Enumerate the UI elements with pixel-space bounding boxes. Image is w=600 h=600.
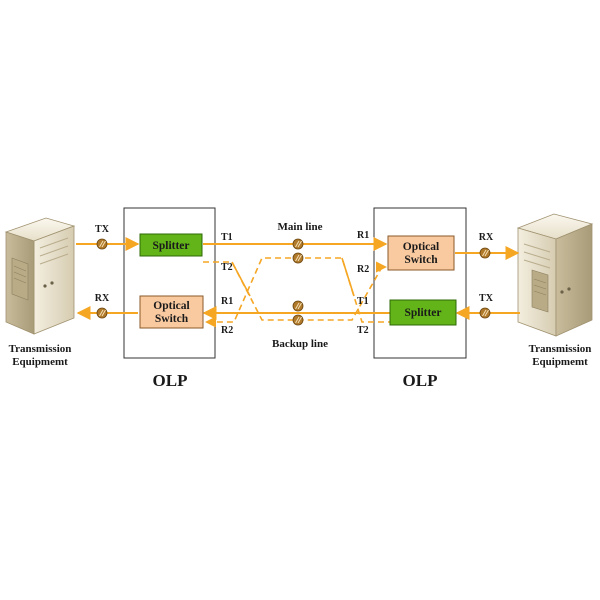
connector-icon — [292, 300, 304, 312]
right-switch-label-line1: Optical — [403, 241, 439, 253]
right-port-t1: T1 — [357, 296, 369, 307]
backup-line-label: Backup line — [272, 338, 328, 350]
backup-forward-fiber — [203, 261, 388, 321]
server-tower-icon — [4, 217, 76, 335]
left-port-t1: T1 — [221, 232, 233, 243]
left-rx-label: RX — [95, 293, 110, 304]
left-equipment-label-line2: Equipmemt — [12, 356, 68, 368]
backup-links — [203, 257, 394, 328]
olp-right-box — [373, 207, 467, 359]
olp-left-box — [123, 207, 216, 359]
connector-icon — [292, 314, 304, 326]
right-splitter-label: Splitter — [404, 307, 441, 319]
connector-icon — [292, 238, 304, 250]
right-rx-label: RX — [479, 232, 494, 243]
main-line-label: Main line — [278, 221, 323, 233]
left-equipment-label-line1: Transmission — [9, 343, 72, 355]
connector-icon — [479, 247, 491, 259]
right-equipment-label-line1: Transmission — [529, 343, 592, 355]
left-port-r2: R2 — [221, 325, 233, 336]
left-switch-label-line2: Switch — [155, 313, 189, 325]
right-port-r1: R1 — [357, 230, 369, 241]
left-transmission-equipment: Transmission Equipmemt — [4, 217, 76, 368]
right-port-t2: T2 — [357, 325, 369, 336]
right-transmission-equipment: Transmission Equipmemt — [516, 213, 594, 368]
olp-left-title: OLP — [153, 371, 188, 390]
fiber-connectors — [96, 238, 491, 326]
right-equipment-label-line2: Equipmemt — [532, 356, 588, 368]
right-tx-label: TX — [479, 293, 494, 304]
right-splitter: Splitter — [389, 299, 457, 326]
left-switch-label-line1: Optical — [153, 300, 189, 312]
connector-icon — [96, 307, 108, 319]
left-tx-label: TX — [95, 224, 110, 235]
olp-right-title: OLP — [403, 371, 438, 390]
right-port-r2: R2 — [357, 264, 369, 275]
right-switch-label-line2: Switch — [404, 254, 438, 266]
main-line-crossing — [231, 257, 355, 297]
left-optical-switch: Optical Switch — [139, 295, 204, 329]
left-port-t2: T2 — [221, 262, 233, 273]
left-splitter-label: Splitter — [152, 240, 189, 252]
connector-icon — [292, 252, 304, 264]
left-port-r1: R1 — [221, 296, 233, 307]
backup-return-fiber — [204, 257, 394, 328]
left-splitter: Splitter — [139, 233, 203, 257]
connector-icon — [479, 307, 491, 319]
right-optical-switch: Optical Switch — [387, 235, 455, 271]
connector-icon — [96, 238, 108, 250]
server-tower-icon — [516, 213, 594, 337]
